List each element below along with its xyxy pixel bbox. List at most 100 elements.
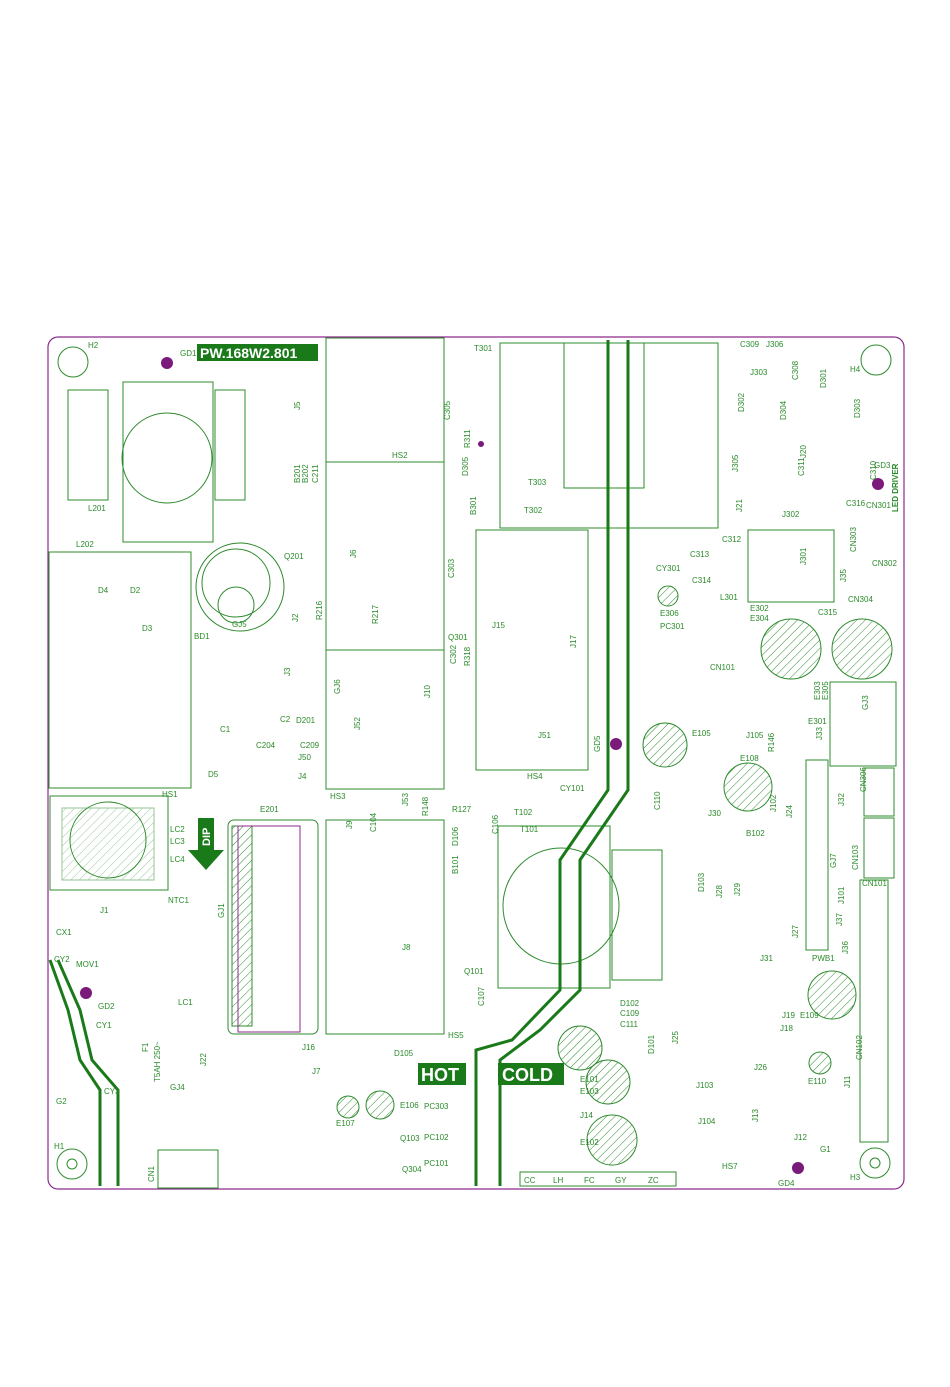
designator-l301: L301: [720, 593, 738, 602]
designator-j29: J29: [733, 883, 742, 896]
designator-j104: J104: [698, 1117, 716, 1126]
designator-gd4: GD4: [778, 1179, 795, 1188]
designator-b202: B202: [301, 464, 310, 483]
designator-j53: J53: [401, 793, 410, 806]
designator-e106: E106: [400, 1101, 419, 1110]
designator-cn302: CN302: [872, 559, 897, 568]
designator-c309: C309: [740, 340, 760, 349]
designator-pc101: PC101: [424, 1159, 449, 1168]
designator-pc303: PC303: [424, 1102, 449, 1111]
designator-e302: E302: [750, 604, 769, 613]
designator-j6: J6: [349, 549, 358, 558]
designator-c104: C104: [369, 812, 378, 832]
designator-e105: E105: [692, 729, 711, 738]
designator-c109: C109: [620, 1009, 640, 1018]
designator-c110: C110: [653, 791, 662, 810]
designator-e108: E108: [740, 754, 759, 763]
designator-j52: J52: [353, 717, 362, 730]
designator-t101: T101: [520, 825, 539, 834]
designator-q101: Q101: [464, 967, 484, 976]
ground-dot-gd4: [792, 1162, 804, 1174]
designator-hs3: HS3: [330, 792, 346, 801]
designator-r318: R318: [463, 646, 472, 666]
designator-d101: D101: [647, 1034, 656, 1054]
designator-gj5: GJ5: [232, 620, 247, 629]
designator-lc3: LC3: [170, 837, 185, 846]
designator-t102: T102: [514, 808, 533, 817]
designator-j1: J1: [100, 906, 109, 915]
designator-j25: J25: [671, 1031, 680, 1044]
cold-label: COLD: [502, 1065, 553, 1085]
designator-j24: J24: [785, 805, 794, 818]
designator-hs4: HS4: [527, 772, 543, 781]
designator-c302: C302: [449, 644, 458, 664]
cold-badge-bg: [498, 1063, 564, 1085]
designator-c308: C308: [791, 360, 800, 380]
designator-cx1: CX1: [56, 928, 72, 937]
pin-fc: FC: [584, 1176, 595, 1185]
designator-j35: J35: [839, 569, 848, 582]
designator-h4: H4: [850, 365, 861, 374]
designator-j32: J32: [837, 793, 846, 806]
designator-d5: D5: [208, 770, 219, 779]
designator-gd3: GD3: [874, 461, 891, 470]
mounting-hole-h2: [57, 346, 89, 378]
designator-j26: J26: [754, 1063, 767, 1072]
designator-j50: J50: [298, 753, 311, 762]
designator-j15: J15: [492, 621, 505, 630]
designator-t302: T302: [524, 506, 543, 515]
designator-pc301: PC301: [660, 622, 685, 631]
designator-j8: J8: [402, 943, 411, 952]
designator-j19: J19: [782, 1011, 795, 1020]
designator-j102: J102: [769, 794, 778, 812]
designator-c111: C111: [620, 1020, 638, 1029]
designator-d105: D105: [394, 1049, 414, 1058]
designator-j30: J30: [708, 809, 721, 818]
pin-zc: ZC: [648, 1176, 659, 1185]
designator-cy301: CY301: [656, 564, 681, 573]
designator-d102: D102: [620, 999, 640, 1008]
designator-d305: D305: [461, 456, 470, 476]
designator-r127: R127: [452, 805, 472, 814]
mounting-hole-h4: [860, 344, 892, 376]
designator-j11: J11: [843, 1075, 852, 1088]
designator-lc4: LC4: [170, 855, 185, 864]
designator-b102: B102: [746, 829, 765, 838]
designator-d103: D103: [697, 872, 706, 892]
designator-j16: J16: [302, 1043, 315, 1052]
designator-d302: D302: [737, 392, 746, 412]
designator-j305: J305: [731, 454, 740, 472]
designator-l201: L201: [88, 504, 106, 513]
pin-cc: CC: [524, 1176, 536, 1185]
designator-r311: R311: [463, 429, 472, 448]
designator-l202: L202: [76, 540, 94, 549]
designator-j105: J105: [746, 731, 764, 740]
designator-c2: C2: [280, 715, 291, 724]
ground-dot-gd3: [872, 478, 884, 490]
designator-j12: J12: [794, 1133, 807, 1142]
designator-c1: C1: [220, 725, 231, 734]
designator-j301: J301: [799, 547, 808, 565]
designator-cy1: CY1: [96, 1021, 112, 1030]
designator-e301: E301: [808, 717, 827, 726]
ground-dot-r311: [478, 441, 484, 447]
designator-gj1: GJ1: [217, 903, 226, 918]
designator-b201: B201: [293, 464, 302, 483]
designator-hs1: HS1: [162, 790, 178, 799]
designator-bd1: BD1: [194, 632, 210, 641]
designator-lc1: LC1: [178, 998, 193, 1007]
designator-cn103: CN103: [851, 845, 860, 870]
designator-j9: J9: [345, 820, 354, 829]
designator-e107: E107: [336, 1119, 355, 1128]
designator-gd5: GD5: [593, 735, 602, 752]
designator-e102: E102: [580, 1138, 599, 1147]
designator-j13: J13: [751, 1109, 760, 1122]
designator-gj4: GJ4: [170, 1083, 185, 1092]
designator-gd2: GD2: [98, 1002, 115, 1011]
designator-e109: E109: [800, 1011, 819, 1020]
designator-ntc1: NTC1: [168, 896, 189, 905]
designator-hs5: HS5: [448, 1031, 464, 1040]
designator-j103: J103: [696, 1081, 714, 1090]
designator-e305: E305: [821, 681, 830, 700]
mounting-hole-h1: [56, 1148, 88, 1180]
